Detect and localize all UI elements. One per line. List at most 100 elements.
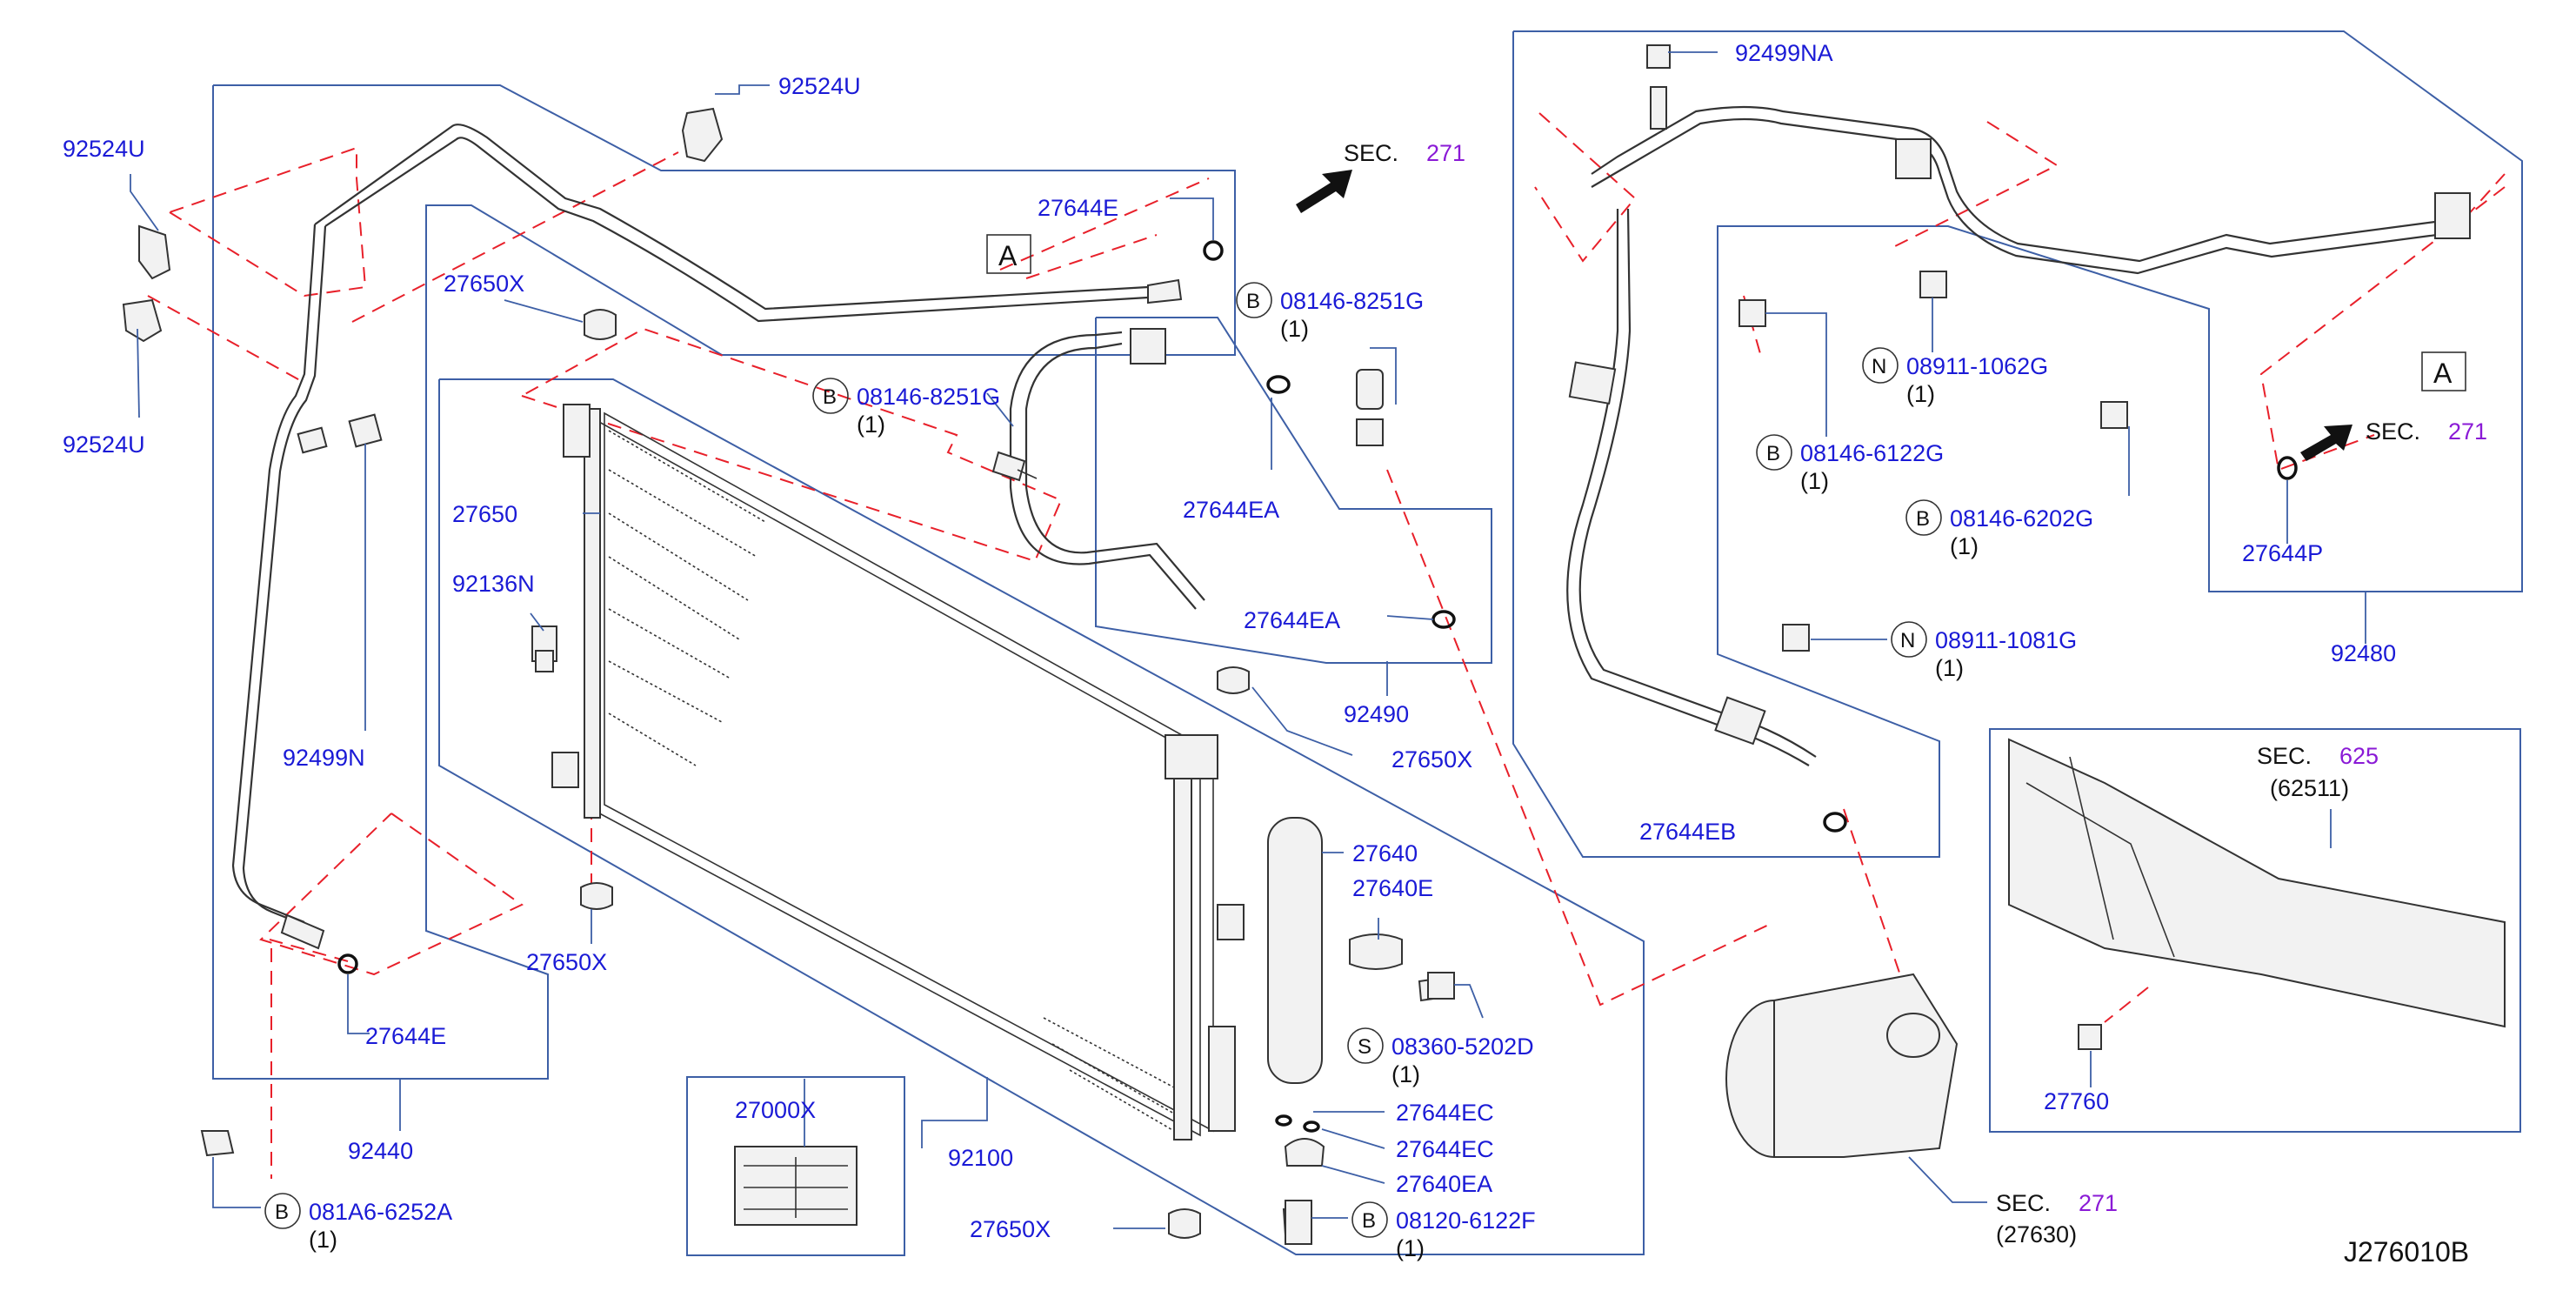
nut-08911-1081G: [1782, 624, 1810, 652]
label-081A6-6252A: 081A6-6252A: [309, 1199, 452, 1225]
marker-s-text: S: [1358, 1035, 1371, 1059]
bolt-08146-8251G-b: [1356, 418, 1384, 446]
marker-b-text: B: [823, 385, 837, 409]
sec-271-top-num: 271: [1426, 140, 1465, 166]
sec-271-top-word: SEC.: [1344, 140, 1398, 166]
sec-625-word: SEC.: [2257, 743, 2312, 769]
label-27760: 27760: [2044, 1088, 2109, 1114]
pipe-92440: [231, 124, 1183, 950]
label-92490: 92490: [1344, 701, 1409, 727]
ref-box-a-left: [986, 234, 1031, 274]
label-plate-27000X: [734, 1146, 858, 1226]
oring-27644EC-b: [1303, 1120, 1320, 1133]
label-27640EA: 27640EA: [1396, 1171, 1492, 1197]
bolt-08120-6122F: [1285, 1200, 1312, 1245]
qty-08146-8251G-a: (1): [1280, 316, 1309, 342]
qty-08911-1081G: (1): [1935, 655, 1964, 681]
marker-b-08120: [1351, 1201, 1388, 1238]
marker-n-1062G: [1862, 347, 1899, 384]
tube-end-left: [280, 913, 325, 950]
oring-27644EC-a: [1275, 1114, 1292, 1127]
ref-a-right: A: [2433, 358, 2453, 389]
boundary-92480: [1512, 30, 2523, 858]
marker-b-8251G-a: [1236, 282, 1272, 318]
label-27650X-b: 27650X: [526, 949, 607, 975]
nut-08911-1062G: [1919, 271, 1947, 298]
oring-27644E-b: [337, 953, 358, 974]
diagram-code: J276010B: [2344, 1236, 2469, 1268]
oring-27644EA-a: [1266, 375, 1291, 394]
qty-08146-8251G-b: (1): [857, 411, 885, 438]
label-92524U-top: 92524U: [778, 73, 861, 99]
boundary-92100: [438, 378, 1645, 1255]
sec-271-right-word: SEC.: [2366, 418, 2420, 445]
label-08146-8251G-b: 08146-8251G: [857, 384, 1000, 410]
label-27640: 27640: [1352, 840, 1418, 866]
label-27650X-c: 27650X: [1391, 746, 1472, 773]
mount-27650X-d: [1168, 1208, 1201, 1239]
mount-27650X-c: [1217, 666, 1250, 694]
label-08911-1062G: 08911-1062G: [1906, 353, 2048, 379]
pipe-92480: [1566, 105, 2471, 766]
label-92480: 92480: [2331, 640, 2396, 666]
mount-27650X-a: [584, 309, 617, 340]
qty-08360-5202D: (1): [1391, 1061, 1420, 1087]
label-27644P: 27644P: [2242, 540, 2323, 566]
oring-27644EA-b: [1431, 610, 1456, 629]
hose-92499NA: [1646, 44, 1671, 130]
mount-27650X-b: [580, 882, 613, 910]
part-labels: 92524U 92524U 92524U 27650X 27650 92136N…: [63, 40, 2487, 1268]
label-08146-6122G: 08146-6122G: [1800, 440, 1944, 466]
qty-27630: (27630): [1996, 1221, 2077, 1248]
label-27644E-a: 27644E: [365, 1023, 446, 1049]
clip-92524U-bottom: [122, 298, 163, 343]
hose-92490: [1009, 328, 1384, 610]
sec-271-bottom-num: 271: [2079, 1190, 2118, 1216]
marker-n-text: N: [1900, 629, 1915, 652]
boundary-92490: [1095, 317, 1492, 664]
marker-n-1081G: [1891, 621, 1927, 658]
label-08146-8251G-a: 08146-8251G: [1280, 288, 1424, 314]
qty-08146-6202G: (1): [1950, 533, 1979, 559]
label-92524U-bottom: 92524U: [63, 431, 145, 458]
label-27640E: 27640E: [1352, 875, 1433, 901]
label-08360-5202D: 08360-5202D: [1391, 1033, 1534, 1060]
label-27650: 27650: [452, 501, 517, 527]
marker-n-text: N: [1872, 355, 1886, 378]
bolt-08360-5202D: [1427, 972, 1455, 1000]
qty-62511: (62511): [2270, 775, 2349, 801]
label-08146-6202G: 08146-6202G: [1950, 505, 2093, 532]
ref-a-left: A: [998, 240, 1018, 271]
label-27644EB: 27644EB: [1639, 819, 1736, 845]
bolt-08146-6202G: [2100, 401, 2128, 429]
sensor-92136N: [531, 625, 557, 672]
label-27644EA-b: 27644EA: [1244, 607, 1340, 633]
condenser-27650: [551, 404, 1245, 1140]
crossmember-sec625: [2008, 738, 2506, 1050]
sec-625-num: 625: [2339, 743, 2379, 769]
sec-271-bottom-word: SEC.: [1996, 1190, 2051, 1216]
oring-27644EB: [1823, 812, 1847, 833]
clip-92524U-left: [138, 224, 171, 280]
label-27000X: 27000X: [735, 1097, 816, 1123]
sec-271-right-num: 271: [2448, 418, 2487, 445]
label-92136N: 92136N: [452, 571, 535, 597]
marker-b-6122G: [1756, 434, 1792, 471]
bolt-08146-8251G-a: [991, 451, 1038, 482]
marker-s-08360: [1347, 1027, 1384, 1064]
qty-08146-6122G: (1): [1800, 468, 1829, 494]
label-92499NA: 92499NA: [1735, 40, 1833, 66]
label-27644EA-a: 27644EA: [1183, 497, 1279, 523]
marker-b-text: B: [1766, 442, 1780, 465]
qty-081A6-6252A: (1): [309, 1227, 337, 1253]
arrow-sec271-top: [1296, 170, 1352, 213]
marker-b-text: B: [1916, 507, 1930, 531]
label-27644EC-a: 27644EC: [1396, 1100, 1494, 1126]
boundary-92440: [212, 84, 1236, 1080]
marker-b-text: B: [275, 1201, 289, 1224]
oring-27644P: [2277, 456, 2298, 480]
marker-b-text: B: [1362, 1209, 1376, 1233]
label-92524U-left: 92524U: [63, 136, 145, 162]
label-27644EC-b: 27644EC: [1396, 1136, 1494, 1162]
